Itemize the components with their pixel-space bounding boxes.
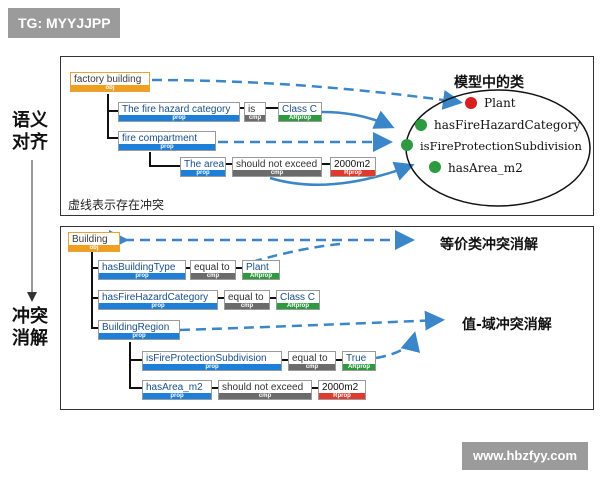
- node-is-fire-protection-subdivision: isFireProtectionSubdivision prop: [142, 351, 282, 371]
- class-dot-icon: [401, 139, 413, 151]
- watermark-bottom: www.hbzfyy.com: [462, 442, 588, 470]
- node-plant: Plant ARprop: [242, 260, 280, 280]
- node-has-building-type: hasBuildingType prop: [98, 260, 186, 280]
- node-2000m2-bottom: 2000m2 Rprop: [318, 380, 366, 400]
- equiv-class-note: 等价类冲突消解: [440, 237, 538, 253]
- node-class-c-top: Class C ARprop: [278, 102, 322, 122]
- bottom-panel: [60, 226, 594, 410]
- model-item-area: hasArea_m2: [448, 161, 523, 175]
- node-the-area: The area prop: [180, 157, 226, 177]
- node-2000m2-top: 2000m2 Rprop: [330, 157, 376, 177]
- model-item-plant: Plant: [484, 96, 516, 110]
- node-building-region: BuildingRegion prop: [98, 320, 180, 340]
- dashed-conflict-note: 虚线表示存在冲突: [68, 198, 165, 212]
- node-fire-compartment: fire compartment prop: [118, 131, 216, 151]
- class-dot-icon: [415, 119, 427, 131]
- node-should-not-exceed-bottom: should not exceed cmp: [218, 380, 312, 400]
- node-factory-building: factory building obj: [70, 72, 150, 92]
- node-fire-hazard-category: The fire hazard category prop: [118, 102, 240, 122]
- model-classes-title: 模型中的类: [454, 75, 524, 91]
- value-domain-note: 值-域冲突消解: [462, 317, 552, 333]
- side-label-align: 语义对齐: [12, 110, 48, 153]
- node-should-not-exceed-top: should not exceed cmp: [232, 157, 322, 177]
- node-equal-to-2: equal to cmp: [224, 290, 270, 310]
- node-building: Building obj: [68, 232, 120, 252]
- node-is: is cmp: [244, 102, 266, 122]
- model-item-subdivision: isFireProtectionSubdivision: [420, 139, 582, 153]
- side-down-arrow: [27, 160, 37, 302]
- watermark-top: TG: MYYJJPP: [8, 8, 120, 38]
- side-label-resolve: 冲突消解: [12, 306, 48, 349]
- model-item-hazard: hasFireHazardCategory: [434, 118, 581, 132]
- class-dot-icon: [429, 161, 441, 173]
- node-equal-to-3: equal to cmp: [288, 351, 336, 371]
- plant-dot-icon: [465, 97, 477, 109]
- node-has-fire-hazard-category: hasFireHazardCategory prop: [98, 290, 218, 310]
- node-true: True ARprop: [342, 351, 376, 371]
- node-has-area-m2: hasArea_m2 prop: [142, 380, 212, 400]
- node-equal-to-1: equal to cmp: [190, 260, 236, 280]
- node-class-c-bottom: Class C ARprop: [276, 290, 320, 310]
